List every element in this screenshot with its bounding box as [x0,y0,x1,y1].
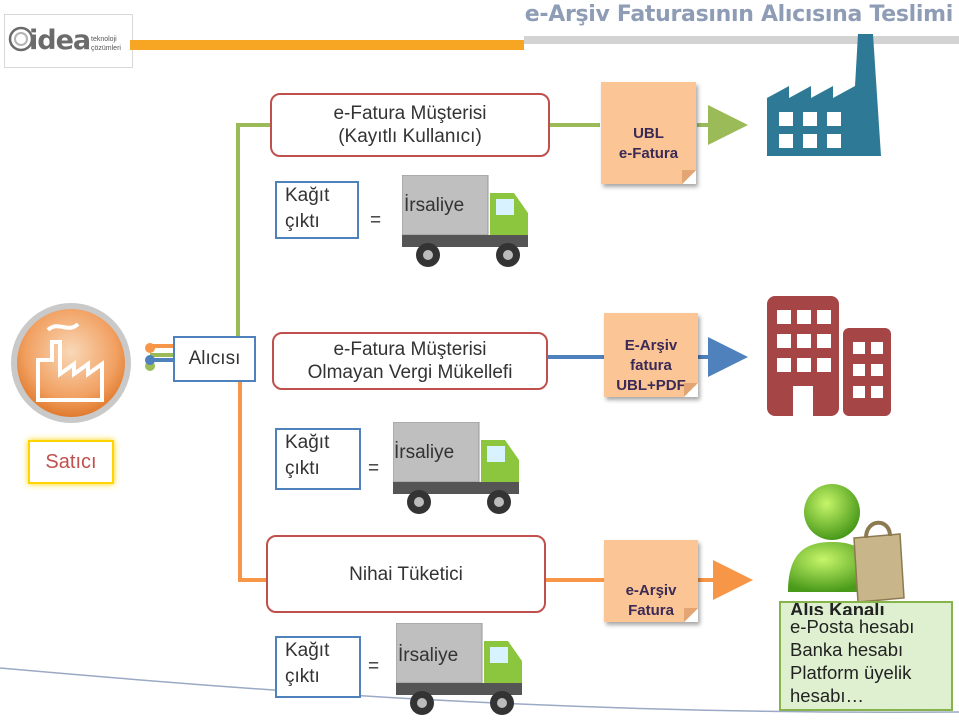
delivery-truck-icon [393,422,519,514]
earsiv-fatura-document: e-Arşiv Fatura [604,540,698,622]
non-registered-taxpayer-box: e-Fatura Müşterisi Olmayan Vergi Mükelle… [272,332,548,390]
equals-sign-1: = [370,210,382,231]
paper-output-box-3: Kağıt çıktı [275,636,361,698]
header-orange-band [130,40,524,50]
earsiv-ubl-pdf-document: E-Arşiv fatura UBL+PDF [604,313,698,397]
buyer-label: Alıcısı [173,336,256,382]
factory-icon [767,34,881,156]
earsiv-fatura-text: e-Arşiv Fatura [625,582,677,619]
end-consumer-box: Nihai Tüketici [266,535,546,613]
office-building-icon [767,296,891,416]
paper-output-box-1: Kağıt çıktı [275,181,359,239]
page-title: e-Arşiv Faturasının Alıcısına Teslimi [524,2,954,27]
orange-connector [145,343,753,600]
shopper-icon [788,484,905,603]
seller-label: Satıcı [28,440,114,484]
paper-output-box-2: Kağıt çıktı [275,428,361,490]
equals-sign-2: = [368,458,380,479]
equals-sign-3: = [368,656,380,677]
logo-wordmark: idea [29,25,91,56]
channel-heading: Alış Kanalı [790,603,885,615]
delivery-truck-icon [402,175,528,267]
channel-item: Platform üyelik hesabı… [790,662,912,706]
logo-subtitle: teknoloji çözümleri [91,36,121,52]
ubl-efatura-document: UBL e-Fatura [601,82,696,184]
ubl-efatura-text: UBL e-Fatura [618,125,679,162]
earsiv-ubl-pdf-text: E-Arşiv fatura UBL+PDF [616,337,686,394]
blue-connector [145,337,748,377]
logo-swirl-icon [8,26,33,52]
seller-factory-icon [11,303,131,423]
delivery-truck-icon [396,623,522,715]
header-gray-band [524,36,959,44]
channel-item: e-Posta hesabı [790,616,915,637]
channel-item: Banka hesabı [790,639,904,660]
waybill-label-2: İrsaliye [394,442,455,463]
waybill-label-3: İrsaliye [398,645,459,666]
company-logo: idea teknoloji çözümleri [4,14,133,68]
registered-customer-box: e-Fatura Müşterisi (Kayıtlı Kullanıcı) [270,93,550,157]
purchase-channel-box: Alış Kanalı e-Posta hesabı Banka hesabı … [779,601,953,711]
waybill-label-1: İrsaliye [404,195,465,216]
